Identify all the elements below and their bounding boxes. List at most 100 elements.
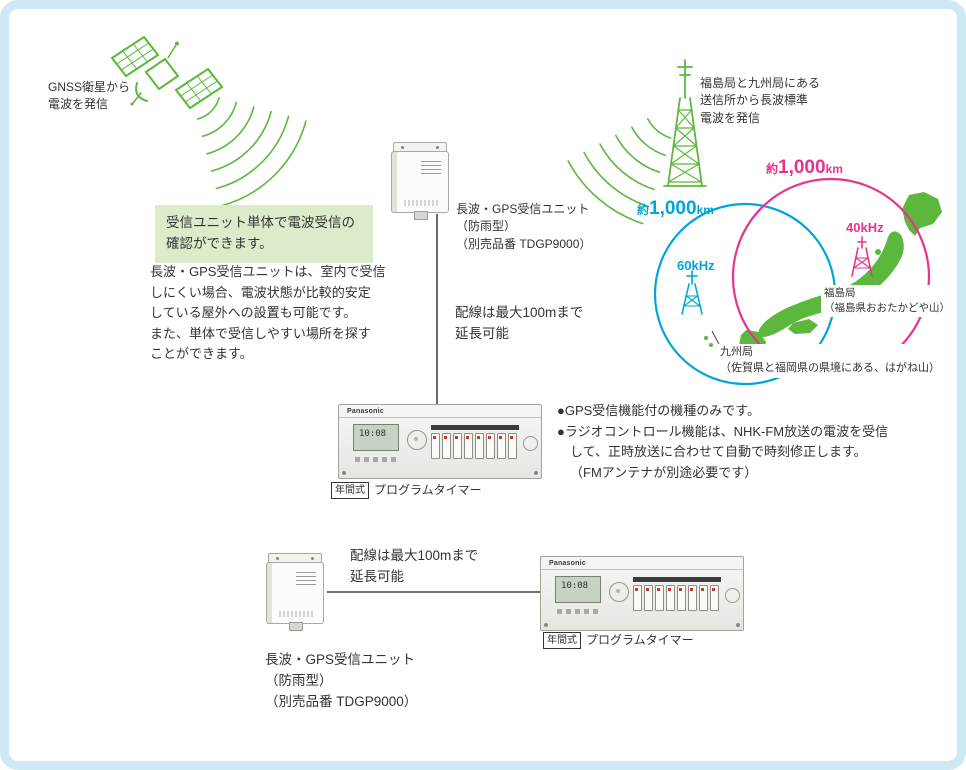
nav-pad — [609, 582, 629, 602]
receiver-connector — [414, 211, 428, 220]
wiring-top-line2: 延長可能 — [455, 325, 509, 341]
fukushima-station-label: 福島局 （福島県おおたかどや山） — [821, 285, 953, 318]
receiver-bottom-label-line1: 長波・GPS受信ユニット — [265, 652, 416, 667]
switch-lever — [442, 433, 451, 459]
range-blue-prefix: 約 — [637, 203, 650, 217]
switch-lever — [655, 585, 664, 611]
receiver-print-lines — [421, 161, 441, 176]
switch-lever — [644, 585, 653, 611]
fukushima-line2: （福島県おおたかどや山） — [824, 302, 950, 315]
program-timer-top: Panasonic 10:08 — [338, 404, 542, 479]
receiver-unit-bottom — [265, 553, 325, 631]
note-line1: ●GPS受信機能付の機種のみです。 — [557, 403, 761, 418]
gnss-caption-line2: 電波を発信 — [48, 97, 109, 112]
chassis-groove — [339, 417, 541, 418]
note-box: 受信ユニット単体で電波受信の 確認ができます。 — [155, 205, 373, 263]
radio-tower-caption: 福島局と九州局にある 送信所から長波標準 電波を発信 — [700, 75, 820, 127]
wiring-top-line1: 配線は最大100mまで — [455, 305, 584, 320]
chassis-groove — [541, 569, 743, 570]
tower-waves-icon — [567, 118, 672, 225]
range-label-pink: 約1,000km — [766, 157, 843, 179]
switch-lever — [486, 433, 495, 459]
description-line3: している屋外への設置も可能です。 — [150, 305, 357, 321]
switch-lever — [475, 433, 484, 459]
kyushu-line2: （佐賀県と福岡県の県境にある、はがね山） — [720, 361, 940, 374]
note-box-line2: 確認ができます。 — [166, 235, 273, 251]
range-pink-prefix: 約 — [766, 162, 779, 176]
receiver-unit-top-label: 長波・GPS受信ユニット （防雨型） （別売品番 TDGP9000） — [456, 201, 591, 253]
timer-caption-bottom: 年間式プログラムタイマー — [543, 631, 694, 649]
timer-name: プログラムタイマー — [586, 633, 694, 647]
kyushu-line1: 九州局 — [720, 346, 753, 358]
receiver-label-line1: 長波・GPS受信ユニット — [456, 202, 590, 216]
kyushu-station-label: 九州局 （佐賀県と福岡県の県境にある、はがね山） — [717, 344, 943, 378]
tower-caption-line2: 送信所から長波標準 — [700, 93, 809, 108]
switch-lever — [497, 433, 506, 459]
feature-notes: ●GPS受信機能付の機種のみです。 ●ラジオコントロール機能は、NHK-FM放送… — [557, 401, 957, 483]
station-tower-40khz-icon — [851, 236, 873, 277]
receiver-body — [266, 562, 324, 624]
brand-logo: Panasonic — [347, 408, 384, 415]
range-pink-unit: km — [825, 162, 843, 176]
screw-icon — [401, 146, 404, 149]
range-blue-unit: km — [696, 203, 714, 217]
lcd-display: 10:08 — [353, 424, 399, 451]
range-pink-value: 1,000 — [778, 157, 826, 178]
receiver-vent — [404, 200, 440, 206]
description-line5: ことができます。 — [150, 346, 253, 362]
fukushima-line1: 福島局 — [824, 287, 856, 299]
description-line2: しにくい場合、電波状態が比較的安定 — [150, 284, 371, 300]
button-row — [355, 457, 397, 462]
receiver-body — [391, 151, 449, 213]
frequency-label-60khz: 60kHz — [677, 258, 715, 273]
description-line4: また、単体で受信しやすい場所を探す — [150, 325, 371, 341]
cable-line-horizontal — [327, 591, 540, 593]
wiring-note-top: 配線は最大100mまで 延長可能 — [455, 303, 583, 345]
screw-icon — [436, 146, 439, 149]
tower-caption-line3: 電波を発信 — [700, 110, 761, 125]
switch-lever — [508, 433, 517, 459]
range-blue-value: 1,000 — [649, 198, 697, 219]
receiver-bottom-label-line2: （防雨型） — [265, 672, 333, 688]
year-type-tag: 年間式 — [331, 482, 369, 499]
terminal-cover — [633, 577, 721, 582]
range-label-blue: 約1,000km — [637, 198, 714, 220]
year-type-tag: 年間式 — [543, 632, 581, 649]
switch-lever — [453, 433, 462, 459]
brand-logo: Panasonic — [549, 560, 586, 567]
nav-pad — [407, 430, 427, 450]
receiver-description: 長波・GPS受信ユニットは、室内で受信 しにくい場合、電波状態が比較的安定 して… — [150, 262, 385, 365]
note-line4: （FMアンテナが別途必要です） — [570, 464, 758, 480]
lcd-display: 10:08 — [555, 576, 601, 603]
note-line3: して、正時放送に合わせて自動で時刻修正します。 — [570, 444, 867, 460]
satellite-icon — [110, 35, 224, 110]
timer-caption-top: 年間式プログラムタイマー — [331, 481, 482, 499]
switch-lever — [666, 585, 675, 611]
receiver-print-lines — [296, 572, 316, 587]
screw-icon — [311, 557, 314, 560]
dial-knob — [725, 588, 740, 603]
switch-lever — [431, 433, 440, 459]
tower-caption-line1: 福島局と九州局にある — [700, 76, 821, 90]
frequency-label-40khz: 40kHz — [846, 220, 884, 235]
switch-lever — [677, 585, 686, 611]
switch-lever — [464, 433, 473, 459]
receiver-unit-top — [390, 142, 450, 220]
switch-lever — [633, 585, 642, 611]
button-row — [557, 609, 599, 614]
wiring-bottom-line2: 延長可能 — [350, 568, 404, 584]
radio-tower-icon — [663, 59, 707, 187]
switch-lever — [688, 585, 697, 611]
dial-knob — [523, 436, 538, 451]
gnss-caption-line1: GNSS衛星から — [48, 80, 131, 94]
screw-icon — [534, 471, 538, 475]
receiver-connector — [289, 622, 303, 631]
note-box-line1: 受信ユニット単体で電波受信の — [166, 215, 355, 230]
receiver-vent — [279, 611, 315, 617]
cable-line-vertical — [436, 214, 438, 405]
wiring-bottom-line1: 配線は最大100mまで — [350, 548, 479, 563]
receiver-unit-bottom-label: 長波・GPS受信ユニット （防雨型） （別売品番 TDGP9000） — [265, 650, 417, 713]
receiver-label-line2: （防雨型） — [456, 219, 517, 234]
screw-icon — [342, 471, 346, 475]
